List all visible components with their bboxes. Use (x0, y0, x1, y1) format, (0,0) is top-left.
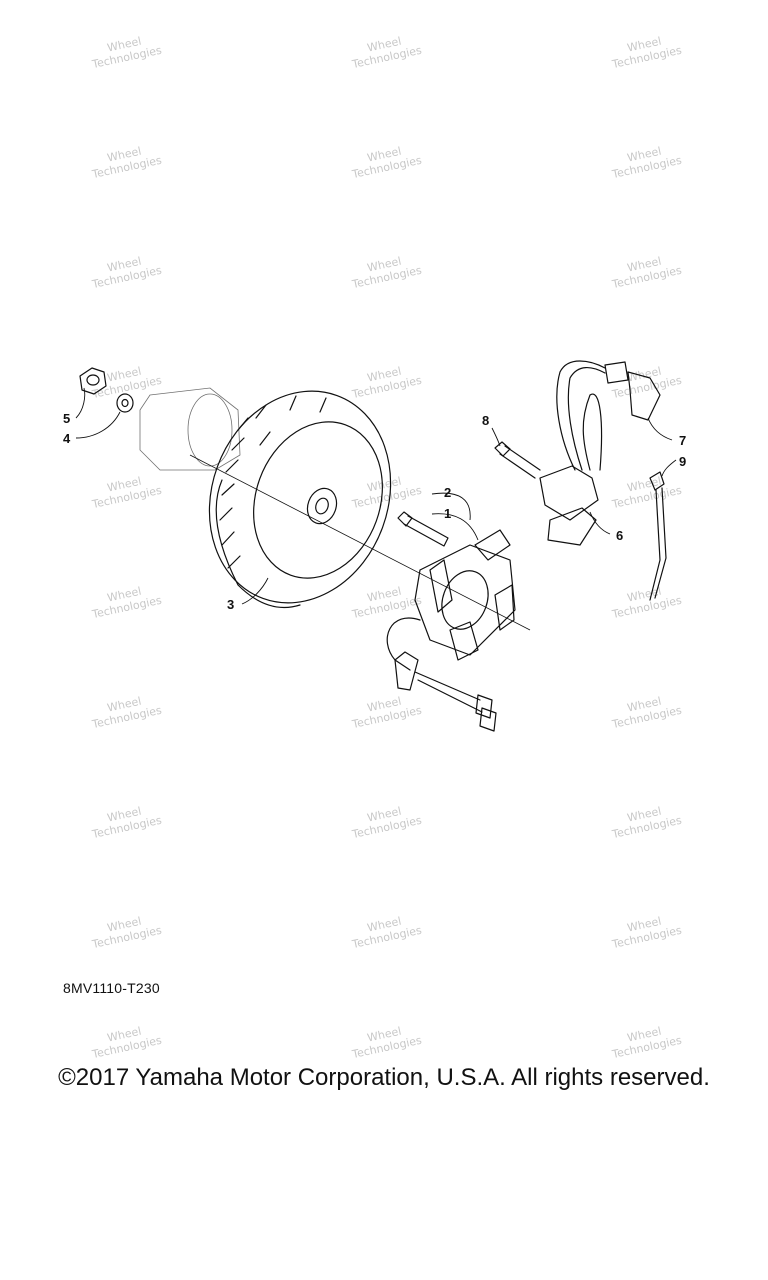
callout-2: 2 (444, 485, 451, 500)
leader-9 (661, 459, 677, 477)
callout-9: 9 (679, 454, 686, 469)
leader-1 (431, 513, 479, 541)
leader-7 (647, 417, 673, 441)
callout-4: 4 (63, 431, 71, 446)
copyright-notice: ©2017 Yamaha Motor Corporation, U.S.A. A… (58, 1064, 710, 1091)
watermark: WheelTechnologies (87, 471, 163, 511)
watermark: WheelTechnologies (607, 911, 683, 951)
watermark: WheelTechnologies (347, 251, 423, 291)
watermark: WheelTechnologies (347, 361, 423, 401)
watermark: WheelTechnologies (607, 691, 683, 731)
watermark: WheelTechnologies (607, 801, 683, 841)
ignition-coil (539, 360, 606, 546)
watermark: WheelTechnologies (347, 141, 423, 181)
callout-6: 6 (616, 528, 623, 543)
stator (386, 529, 516, 732)
watermark: WheelTechnologies (87, 141, 163, 181)
diagram-code: 8MV1110-T230 (63, 980, 160, 996)
watermark: WheelTechnologies (87, 691, 163, 731)
watermark: WheelTechnologies (607, 581, 683, 621)
leader-8 (491, 427, 501, 447)
watermark: WheelTechnologies (607, 1021, 683, 1061)
leader-4 (75, 411, 121, 439)
watermark: WheelTechnologies (347, 691, 423, 731)
watermark: WheelTechnologies (347, 31, 423, 71)
watermark: WheelTechnologies (87, 581, 163, 621)
leader-6 (589, 511, 611, 535)
coil-bolt (494, 441, 541, 479)
watermark: WheelTechnologies (347, 801, 423, 841)
watermark: WheelTechnologies (87, 801, 163, 841)
leader-2 (431, 492, 471, 521)
callout-7: 7 (679, 433, 686, 448)
watermark: WheelTechnologies (607, 251, 683, 291)
watermark: WheelTechnologies (347, 581, 423, 621)
watermark: WheelTechnologies (87, 1021, 163, 1061)
callout-1: 1 (444, 506, 451, 521)
watermark: WheelTechnologies (87, 911, 163, 951)
stator-screw (397, 511, 449, 547)
callout-8: 8 (482, 413, 489, 428)
cable-tie (649, 471, 667, 601)
watermark: WheelTechnologies (347, 911, 423, 951)
spark-plug-cap (604, 361, 661, 421)
flywheel-washer (116, 393, 134, 413)
watermark: WheelTechnologies (347, 471, 423, 511)
watermark: WheelTechnologies (87, 31, 163, 71)
leader-5 (75, 387, 86, 419)
assembly-axis-line (189, 454, 531, 631)
leader-3 (241, 577, 269, 605)
watermark: WheelTechnologies (607, 141, 683, 181)
watermark: WheelTechnologies (607, 31, 683, 71)
callout-3: 3 (227, 597, 234, 612)
watermark: WheelTechnologies (87, 251, 163, 291)
flywheel-nut (79, 367, 107, 395)
watermark: WheelTechnologies (347, 1021, 423, 1061)
callout-5: 5 (63, 411, 70, 426)
flywheel (208, 390, 392, 609)
crankshaft-outline (139, 387, 241, 471)
watermark: WheelTechnologies (607, 471, 683, 511)
